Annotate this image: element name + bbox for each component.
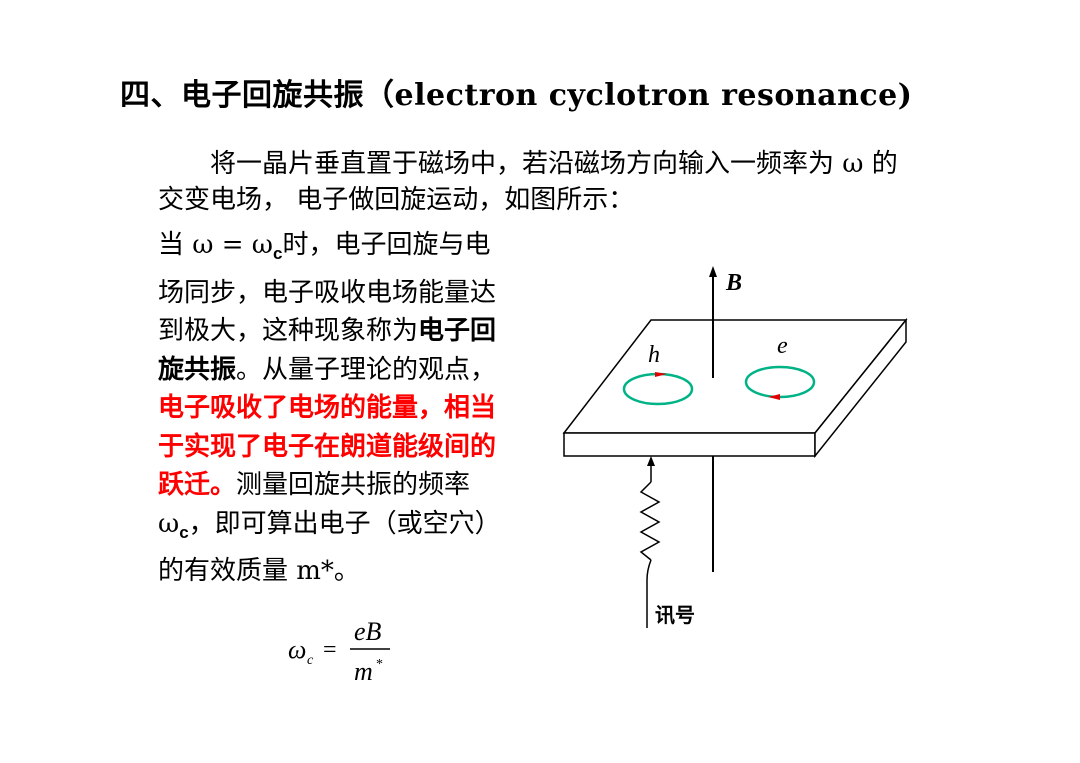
intro-paragraph: 将一晶片垂直置于磁场中，若沿磁场方向输入一频率为 ω 的交变电场， 电子做回旋运… xyxy=(158,146,908,218)
formula-denominator: m xyxy=(354,657,373,686)
label-B: B xyxy=(725,270,742,296)
body-text-2: 时，电子回旋与电场同步，电子吸收电场能量达到极大，这种现象称为 xyxy=(158,230,497,347)
slide-title: 四、电子回旋共振（electron cyclotron resonance) xyxy=(120,78,913,113)
body-text-3: 。从量子理论的观点， xyxy=(236,354,497,385)
signal-arrow-icon xyxy=(647,456,655,466)
signal-zigzag xyxy=(639,481,661,561)
field-arrow-icon xyxy=(709,266,717,277)
subscript-c-2: c xyxy=(179,522,189,542)
formula-superscript: * xyxy=(376,657,383,672)
term-ecr: 电子回旋共振 xyxy=(158,316,497,385)
wafer-top-face xyxy=(562,319,908,434)
cyclotron-frequency-formula: ω c = eB m * xyxy=(288,617,390,686)
wafer-side-face xyxy=(814,317,907,459)
body-text-5: ，即可算出电子（或空穴）的有效质量 m*。 xyxy=(158,508,501,587)
formula-numerator: eB xyxy=(354,617,382,646)
electron-orbit-arrow-icon xyxy=(768,394,780,400)
formula-omega-sub: c xyxy=(307,653,314,668)
formula-omega: ω xyxy=(288,635,306,664)
signal-lead-bottom xyxy=(646,559,652,628)
label-signal: 讯号 xyxy=(655,603,695,627)
formula-equals: = xyxy=(323,637,337,663)
label-e: e xyxy=(777,333,788,359)
body-paragraph: 当 ω = ωc时，电子回旋与电场同步，电子吸收电场能量达到极大，这种现象称为电… xyxy=(158,226,508,591)
highlight-text: 电子吸收了电场的能量，相当于实现了电子在朗道能级间的跃迁。 xyxy=(158,393,497,501)
label-h: h xyxy=(648,342,660,368)
body-text-4: 测量回旋共振的频率ω xyxy=(158,470,471,539)
intro-text: 将一晶片垂直置于磁场中，若沿磁场方向输入一频率为 ω 的交变电场， 电子做回旋运… xyxy=(158,149,898,215)
wafer-front-face xyxy=(563,432,816,457)
hole-orbit-arrow-icon xyxy=(655,372,667,377)
cyclotron-diagram-full: B h e 讯号 xyxy=(562,266,908,628)
body-text-1: 当 ω = ω xyxy=(158,230,273,260)
subscript-c: c xyxy=(272,244,283,264)
